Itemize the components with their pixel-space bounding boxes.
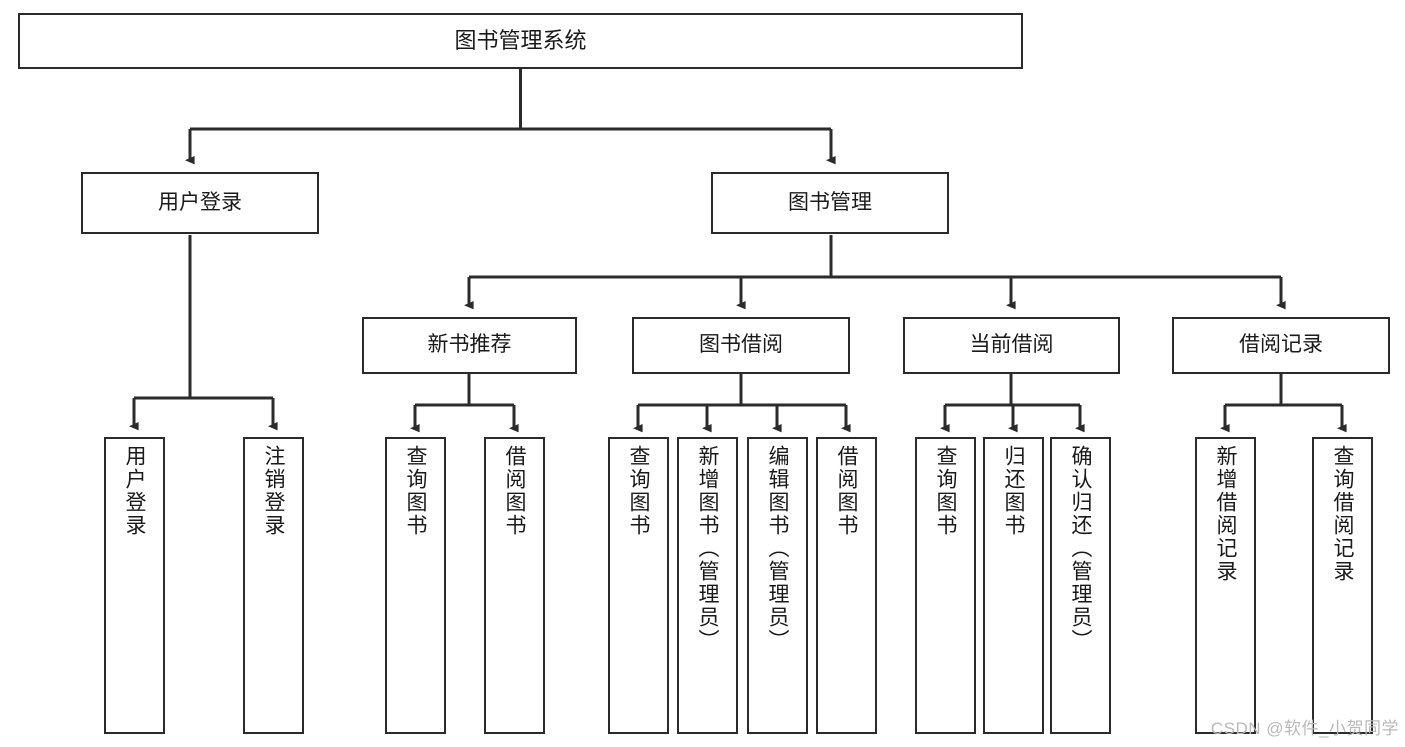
leaf-borrow-add-book-label: 新增图书（管理员）	[696, 445, 719, 652]
node-current-borrow[interactable]: 当前借阅	[903, 317, 1120, 374]
node-book-borrow-label: 图书借阅	[699, 333, 783, 357]
leaf-user-login[interactable]: 用户登录	[104, 437, 165, 734]
leaf-borrow-edit-book-label: 编辑图书（管理员）	[766, 445, 789, 652]
leaf-current-return-book[interactable]: 归还图书	[983, 437, 1044, 734]
leaf-current-return-book-label: 归还图书	[1002, 445, 1025, 537]
node-user-login-label: 用户登录	[158, 190, 242, 214]
leaf-borrow-borrow-book-label: 借阅图书	[835, 445, 858, 537]
leaf-borrow-borrow-book[interactable]: 借阅图书	[816, 437, 877, 734]
node-borrow-record[interactable]: 借阅记录	[1172, 317, 1390, 374]
leaf-borrow-add-book[interactable]: 新增图书（管理员）	[677, 437, 738, 734]
leaf-newbook-query-book[interactable]: 查询图书	[385, 437, 446, 734]
leaf-newbook-borrow-book-label: 借阅图书	[503, 445, 526, 537]
node-current-borrow-label: 当前借阅	[969, 333, 1054, 357]
leaf-current-query-book-label: 查询图书	[934, 445, 957, 537]
leaf-current-confirm-return-label: 确认归还（管理员）	[1069, 445, 1092, 652]
node-book-management[interactable]: 图书管理	[711, 172, 949, 234]
leaf-borrow-edit-book[interactable]: 编辑图书（管理员）	[747, 437, 808, 734]
leaf-logout-label: 注销登录	[262, 445, 285, 537]
node-new-book-recommend-label: 新书推荐	[427, 333, 512, 357]
leaf-current-confirm-return[interactable]: 确认归还（管理员）	[1050, 437, 1111, 734]
node-user-login[interactable]: 用户登录	[81, 172, 319, 234]
leaf-borrow-query-book[interactable]: 查询图书	[608, 437, 669, 734]
leaf-newbook-borrow-book[interactable]: 借阅图书	[484, 437, 545, 734]
leaf-newbook-query-book-label: 查询图书	[404, 445, 427, 537]
node-root[interactable]: 图书管理系统	[18, 13, 1023, 69]
leaf-record-query[interactable]: 查询借阅记录	[1312, 437, 1373, 734]
node-borrow-record-label: 借阅记录	[1239, 333, 1323, 357]
node-root-label: 图书管理系统	[454, 28, 587, 54]
leaf-user-login-label: 用户登录	[123, 445, 146, 537]
node-new-book-recommend[interactable]: 新书推荐	[362, 317, 577, 374]
leaf-current-query-book[interactable]: 查询图书	[915, 437, 976, 734]
leaf-logout[interactable]: 注销登录	[243, 437, 304, 734]
node-book-borrow[interactable]: 图书借阅	[632, 317, 850, 374]
watermark: CSDN @软件_小贺同学	[1210, 719, 1399, 738]
leaf-record-add-label: 新增借阅记录	[1214, 445, 1237, 583]
leaf-borrow-query-book-label: 查询图书	[627, 445, 650, 537]
leaf-record-query-label: 查询借阅记录	[1331, 445, 1354, 583]
node-book-management-label: 图书管理	[788, 190, 872, 214]
leaf-record-add[interactable]: 新增借阅记录	[1195, 437, 1256, 734]
